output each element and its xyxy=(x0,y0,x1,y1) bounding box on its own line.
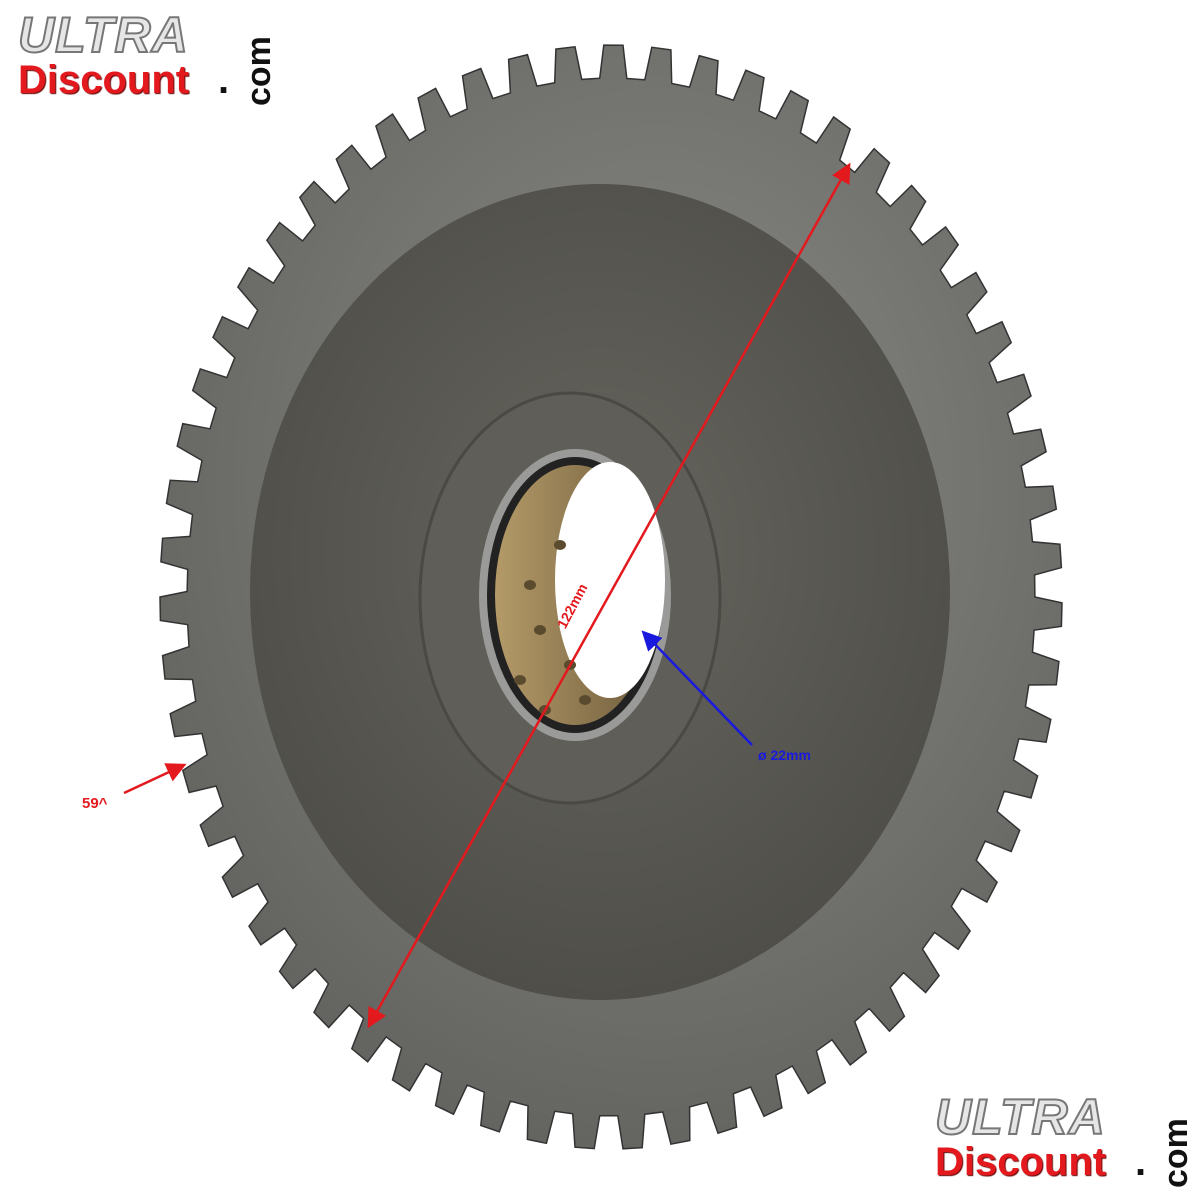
teeth-arrow xyxy=(123,763,187,795)
logo-discount: Discount xyxy=(18,58,190,102)
teeth-count-label: 59^ xyxy=(82,795,108,812)
logo-dot: . xyxy=(1135,1140,1147,1184)
logo-ultra: ULTRA xyxy=(934,1088,1106,1146)
logo-com: com xyxy=(1157,1118,1195,1188)
bushing-hole xyxy=(554,540,566,550)
logo-bottom: ULTRA Discount . com xyxy=(934,1088,1195,1198)
logo-ultra: ULTRA xyxy=(17,6,189,64)
bushing-hole xyxy=(579,695,591,705)
logo-top: ULTRA Discount . com xyxy=(17,6,278,116)
bushing-hole xyxy=(524,580,536,590)
bushing-hole xyxy=(514,675,526,685)
logo-dot: . xyxy=(218,58,230,102)
logo-com: com xyxy=(240,36,278,106)
bore-arrow xyxy=(641,630,753,746)
logo-discount: Discount xyxy=(935,1140,1107,1184)
bushing-hole xyxy=(534,625,546,635)
outer-diameter-line xyxy=(367,162,851,1029)
bore-diameter-label: ø 22mm xyxy=(758,747,811,763)
